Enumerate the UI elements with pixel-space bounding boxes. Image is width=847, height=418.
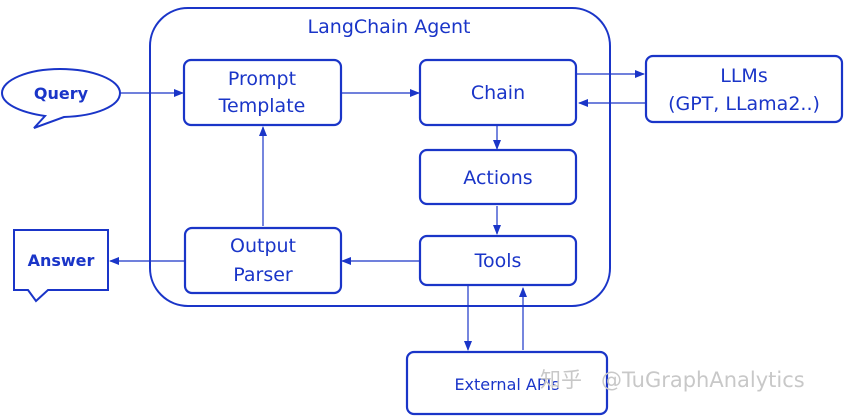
output-parser-label-line1: Output <box>230 235 296 257</box>
query-node: Query <box>0 67 122 129</box>
chain-node: Chain <box>418 58 578 127</box>
llms-node: LLMs (GPT, LLama2..) <box>644 54 844 124</box>
chain-label: Chain <box>471 82 525 104</box>
answer-node: Answer <box>13 229 109 303</box>
watermark-text: @TuGraphAnalytics <box>601 368 805 392</box>
external-apis-label: External APIs <box>454 375 559 394</box>
llms-label-line1: LLMs <box>720 65 767 87</box>
actions-label: Actions <box>463 167 532 189</box>
prompt-template-node: Prompt Template <box>182 58 343 127</box>
external-apis-node: External APIs <box>405 350 609 416</box>
answer-label: Answer <box>28 251 95 270</box>
agent-title: LangChain Agent <box>308 16 471 38</box>
output-parser-label-line2: Parser <box>233 264 293 286</box>
prompt-template-label-line1: Prompt <box>228 68 296 90</box>
watermark: 知乎 @TuGraphAnalytics <box>540 368 805 392</box>
query-label: Query <box>34 84 89 103</box>
output-parser-node: Output Parser <box>183 226 343 295</box>
watermark-glyph: 知乎 <box>540 368 582 392</box>
prompt-template-label-line2: Template <box>218 95 306 117</box>
actions-node: Actions <box>418 148 578 206</box>
llms-label-line2: (GPT, LLama2..) <box>668 93 820 115</box>
tools-label: Tools <box>474 250 522 272</box>
tools-node: Tools <box>418 234 578 287</box>
